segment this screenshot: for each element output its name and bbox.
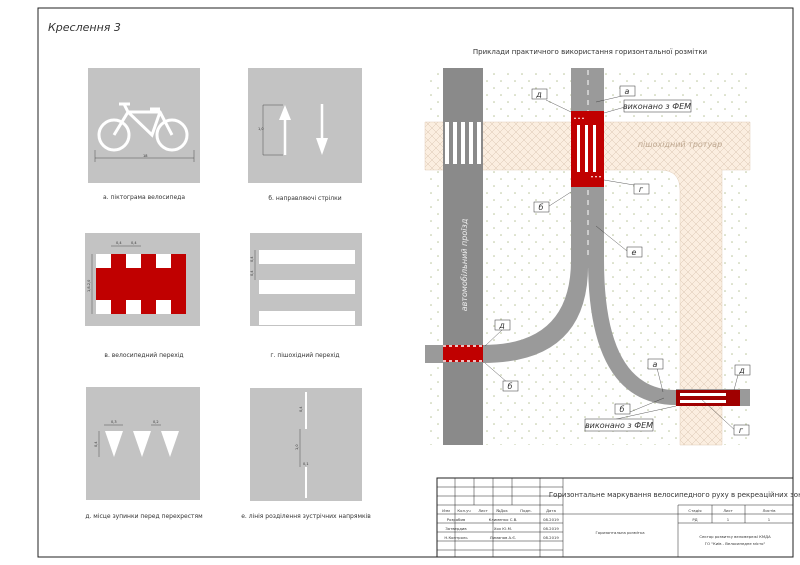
label-text: 08.2019 xyxy=(543,517,559,522)
label-text: Затвердив xyxy=(445,526,467,531)
caption-e: д. місце зупинки перед перехрестям xyxy=(85,513,202,520)
label-text: Листів xyxy=(763,508,777,513)
drawing-title: Горизонтальне маркування велосипедного р… xyxy=(549,491,800,499)
caption-a: а. піктограма велосипеда xyxy=(103,194,185,201)
panel-center-line: 0,4 1,0 0,1 xyxy=(250,388,362,501)
caption-b: б. направляючі стрілки xyxy=(268,195,341,202)
callout-d: д xyxy=(494,319,511,331)
label-text: д xyxy=(738,366,745,375)
sheet-name: Горизонтальна розмітка xyxy=(595,530,644,535)
label-text: Дата xyxy=(546,508,556,513)
organization-line-2: ГО "Київ - Велосипедне місто" xyxy=(705,541,766,546)
label-text: д xyxy=(535,90,542,99)
diagram-title: Приклади практичного використання горизо… xyxy=(473,48,707,56)
panel-direction-arrows: 1,0 xyxy=(248,68,362,183)
dimension-label: 0,4 xyxy=(250,270,254,276)
callout-b: б xyxy=(502,380,519,392)
label-text: г xyxy=(639,185,644,194)
label-text: а xyxy=(625,87,630,96)
label-text: Н.Контроль xyxy=(444,535,468,540)
title-block-headers: Изм Кол.уч Лист №Док Подп. Дата xyxy=(442,508,556,513)
label-text: Лиманов А.Є. xyxy=(490,535,516,540)
callout-d: д xyxy=(734,364,751,376)
dimension-label: 1,8-2,0 xyxy=(87,280,91,292)
site-plan: автомобільний проїзд пішохідний тротуар … xyxy=(424,68,751,446)
bicycle-icon xyxy=(97,102,189,152)
sheet-frame xyxy=(37,7,794,558)
callout-d: д xyxy=(531,88,548,100)
organization-line-1: Сектор розвитку веломережі КМДА xyxy=(699,534,771,539)
dimension-label: 1,0 xyxy=(258,127,264,131)
label-text: д xyxy=(498,321,505,330)
dimension-label: 0,4 xyxy=(250,256,254,262)
label-text: Лист xyxy=(723,508,733,513)
callout-g: г xyxy=(733,424,750,436)
sidewalk-label: пішохідний тротуар xyxy=(638,140,722,149)
panel-stop-line-triangles: 0,3 0,2 0,4 xyxy=(86,387,200,500)
dimension-label: 0,4 xyxy=(94,441,98,447)
caption-f: е. лінія розділення зустрічних напрямків xyxy=(241,513,371,520)
callout-a: а xyxy=(647,358,664,370)
callout-g: г xyxy=(633,183,650,195)
label-text: Кол.уч xyxy=(457,508,470,513)
label-text: Изм xyxy=(442,508,450,513)
road-crosswalk xyxy=(445,122,481,164)
callout-labels: а д г б е д б а д б г виконано з ФЕМ вик… xyxy=(494,85,751,436)
callout-b: б xyxy=(614,403,631,415)
fem-note-bottom: виконано з ФЕМ xyxy=(584,418,654,432)
label-text: Стадія xyxy=(688,508,701,513)
label-text: РД xyxy=(692,517,697,522)
label-text: б xyxy=(620,405,625,414)
label-text: Клименко С.В. xyxy=(489,517,518,522)
panel-bicycle-crossing: 0,4 0,4 1,8-2,0 xyxy=(85,233,200,326)
panel-bicycle-pictogram: 18 xyxy=(88,68,200,183)
bike-crossing-left xyxy=(443,345,483,362)
bike-crossing-right xyxy=(676,390,740,406)
caption-c: в. велосипедний перехід xyxy=(104,352,183,359)
label-text: виконано з ФЕМ xyxy=(585,421,653,430)
dimension-label: 0,4 xyxy=(299,406,303,412)
label-text: а xyxy=(653,360,658,369)
callout-a: а xyxy=(619,85,636,97)
label-text: г xyxy=(739,426,744,435)
dimension-label: 0,4 xyxy=(116,241,122,245)
title-block xyxy=(436,477,794,558)
label-text: 08.2019 xyxy=(543,535,559,540)
label-text: виконано з ФЕМ xyxy=(623,102,691,111)
dimension-label: 0,4 xyxy=(131,241,137,245)
title-block-rows: Розробив Клименко С.В. 08.2019 Затвердив… xyxy=(444,517,559,540)
label-text: б xyxy=(508,382,513,391)
label-text: 08.2019 xyxy=(543,526,559,531)
dimension-label: 1,0 xyxy=(295,444,299,450)
fem-note-top: виконано з ФЕМ xyxy=(623,99,692,113)
label-text: е xyxy=(632,248,637,257)
label-text: Розробив xyxy=(447,517,466,522)
caption-d: г. пішохідний перехід xyxy=(270,352,339,359)
panel-pedestrian-crossing: 0,4 0,4 xyxy=(250,233,362,326)
dimension-label: 0,2 xyxy=(153,420,159,424)
dimension-label: 0,3 xyxy=(111,420,117,424)
label-text: 1 xyxy=(768,517,771,522)
label-text: Лист xyxy=(478,508,488,513)
label-text: Подп. xyxy=(520,508,532,513)
label-text: Хох Ю.М. xyxy=(494,526,512,531)
dimension-label: 0,1 xyxy=(303,462,309,466)
label-text: №Док xyxy=(496,508,508,513)
callout-e: е xyxy=(626,246,643,258)
label-text: 1 xyxy=(727,517,730,522)
callout-b: б xyxy=(533,201,550,213)
dimension-label: 18 xyxy=(143,154,147,158)
label-text: б xyxy=(539,203,544,212)
road-label: автомобільний проїзд xyxy=(460,218,469,311)
sheet-title: Креслення 3 xyxy=(48,21,121,34)
